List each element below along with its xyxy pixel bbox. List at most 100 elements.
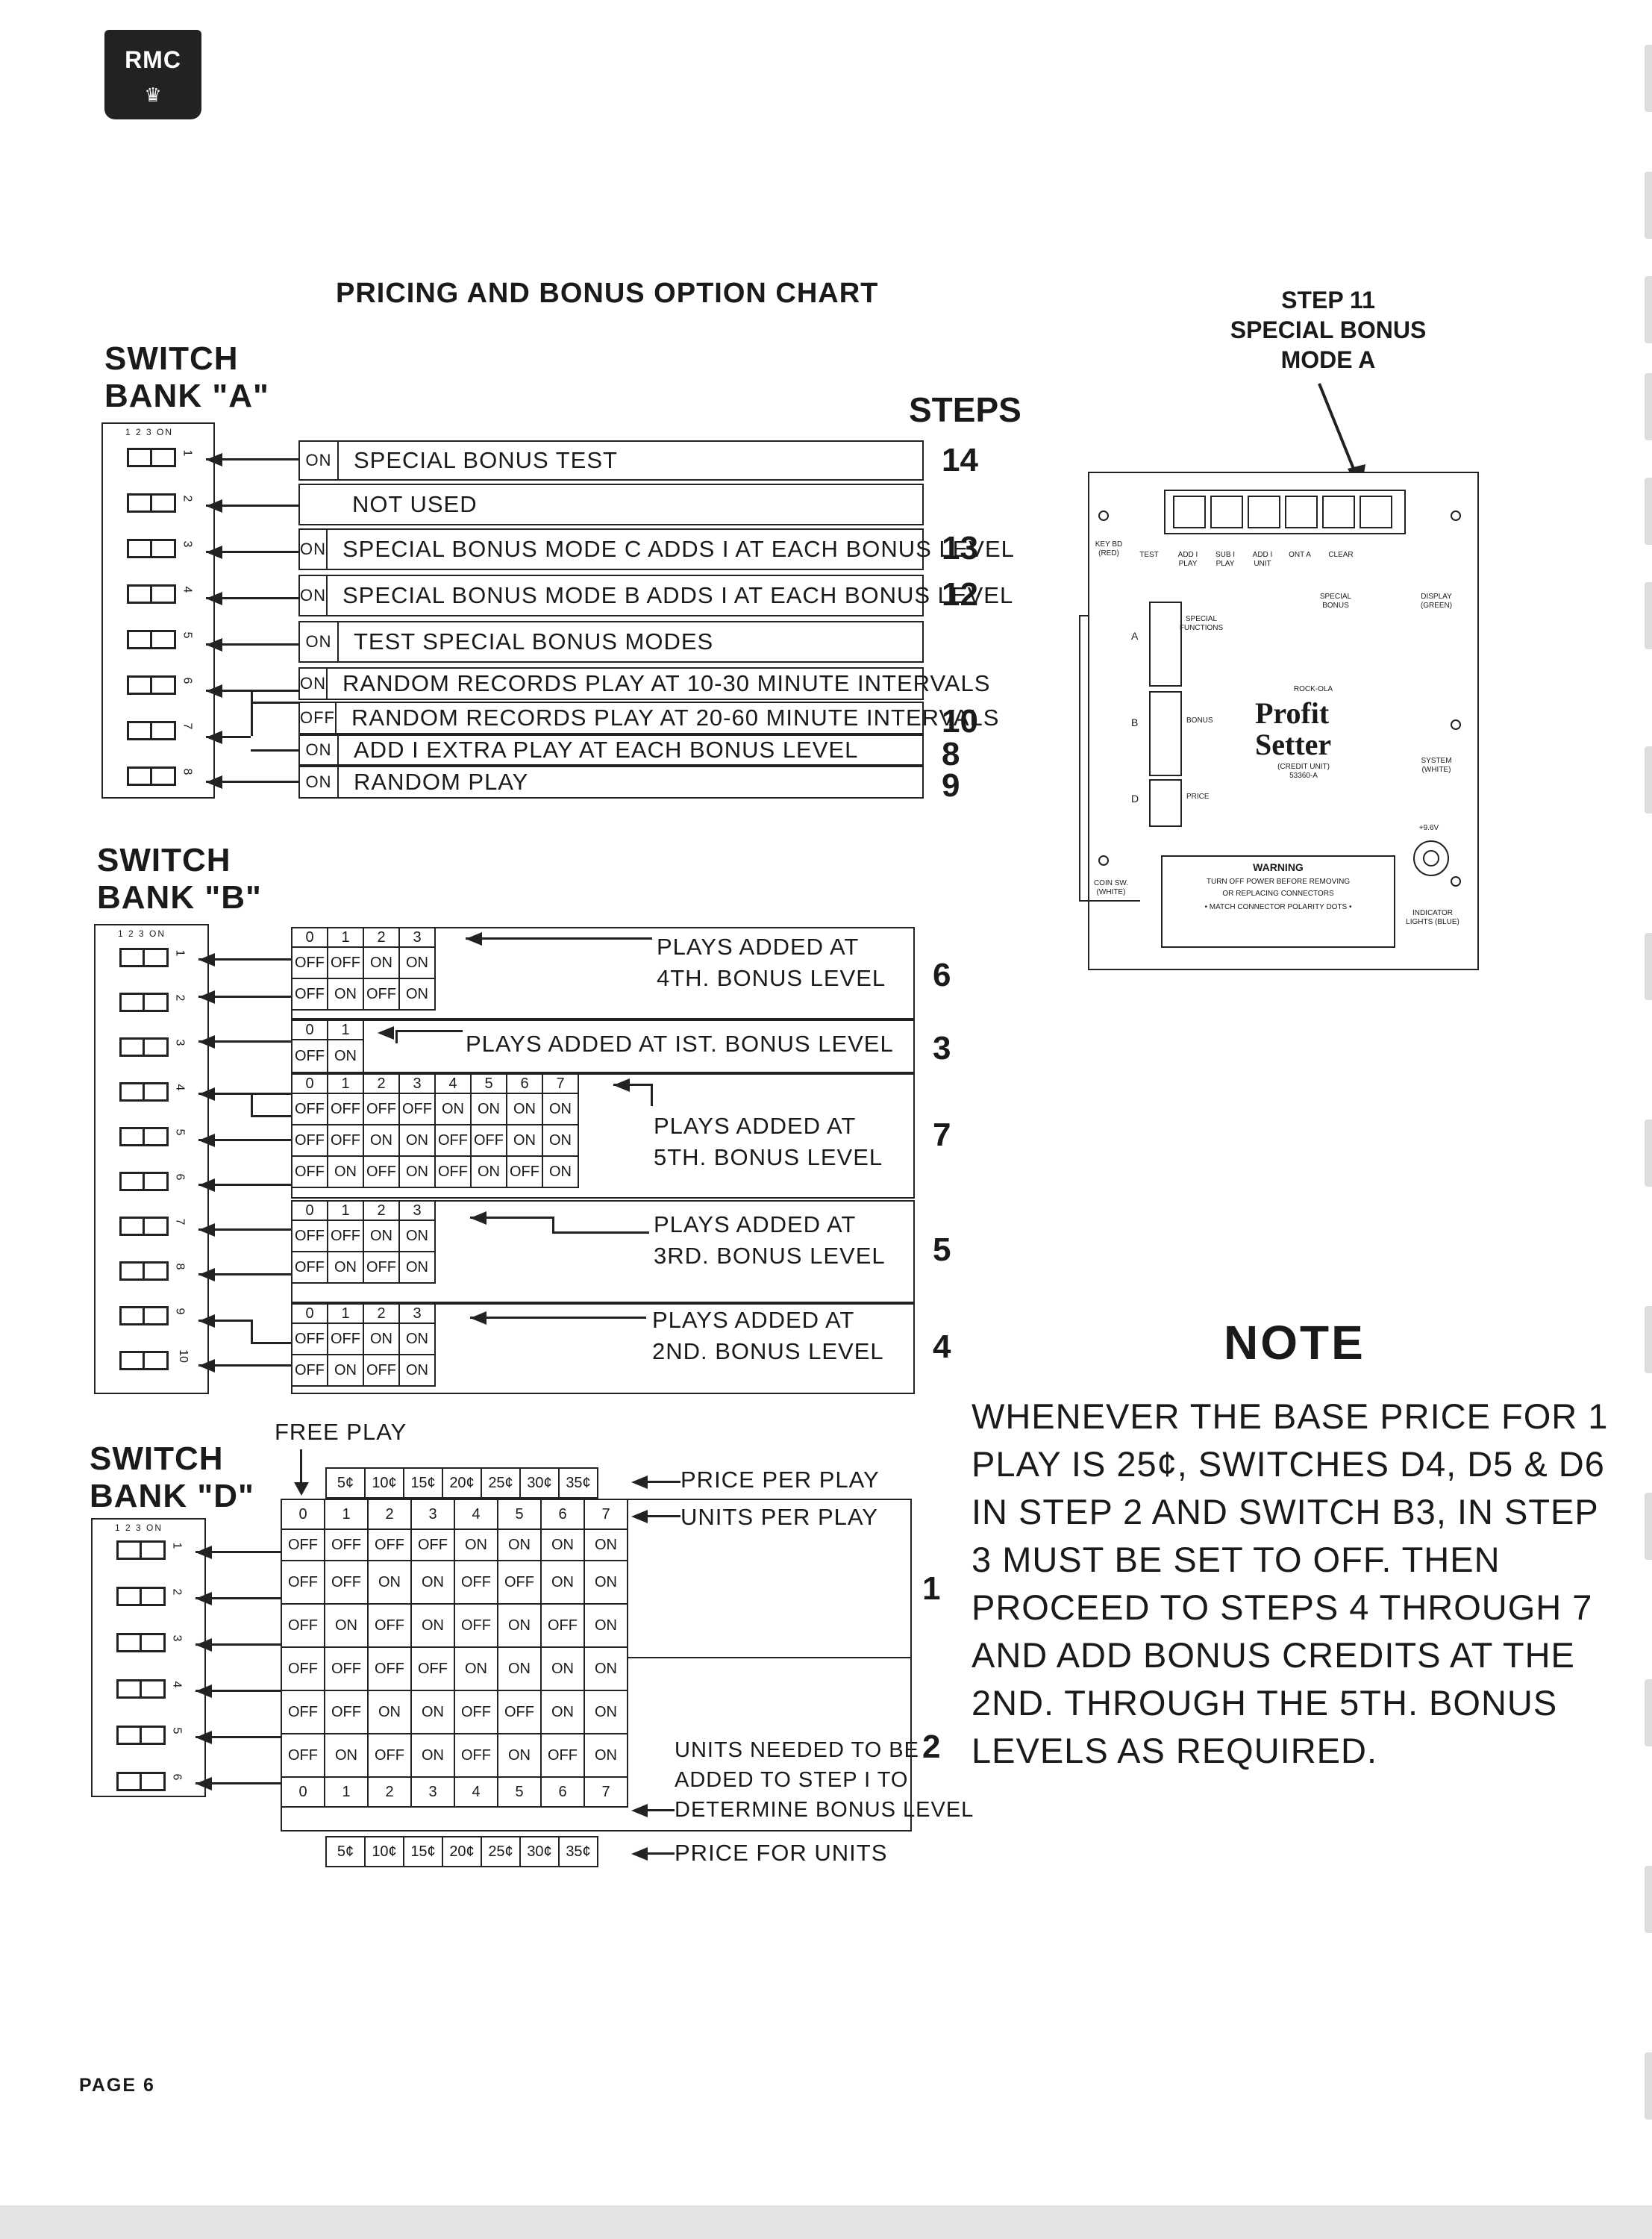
- grid-cell: 3: [398, 927, 436, 948]
- dip-switch[interactable]: [127, 539, 176, 558]
- board-label-bonus: BONUS: [1186, 716, 1213, 725]
- bank-b-label-line2: BANK "B": [97, 879, 262, 916]
- grid-cell: OFF: [454, 1690, 498, 1734]
- board-label-add-play: ADD I PLAY: [1177, 551, 1198, 568]
- mount-hole-icon: [1098, 855, 1109, 866]
- leader-line: [251, 1093, 253, 1115]
- grid-cell: 3: [398, 1073, 436, 1094]
- grid-cell: 1: [327, 1019, 364, 1040]
- arrow-left-icon: [206, 775, 222, 789]
- option-text: ADD I EXTRA PLAY AT EACH BONUS LEVEL: [354, 737, 859, 763]
- dip-switch[interactable]: [127, 584, 176, 604]
- dip-switch[interactable]: [119, 1127, 169, 1146]
- leader-line: [642, 1515, 680, 1517]
- dip-switch[interactable]: [127, 675, 176, 695]
- grid-cell: OFF: [367, 1603, 412, 1648]
- arrow-left-icon: [206, 499, 222, 513]
- grid-cell: ON: [363, 1323, 400, 1355]
- bank-a-header: 1 2 3 ON: [125, 427, 174, 437]
- mount-hole-icon: [1451, 876, 1461, 887]
- dip-switch[interactable]: [119, 1217, 169, 1236]
- dip-switch[interactable]: [119, 1172, 169, 1191]
- step-number: 1: [922, 1570, 941, 1607]
- leader-line: [466, 937, 652, 940]
- bank-b-switch-block: 1 2 3 ON: [94, 924, 209, 1394]
- grid-cell: OFF: [367, 1733, 412, 1778]
- page-edge-tab: [1645, 746, 1652, 814]
- leader-line: [251, 702, 298, 704]
- arrow-left-icon: [198, 953, 215, 967]
- grid-cell: 4: [434, 1073, 472, 1094]
- grid-cell: ON: [542, 1155, 579, 1188]
- grid-cell: OFF: [291, 1354, 328, 1387]
- arrow-left-icon: [470, 1211, 486, 1225]
- units-cell: 7: [583, 1499, 628, 1530]
- dip-switch[interactable]: [116, 1679, 166, 1699]
- step11-line1: STEP 11: [1281, 287, 1375, 313]
- dip-switch[interactable]: [116, 1540, 166, 1560]
- board-label-price: PRICE: [1186, 793, 1210, 801]
- grid-cell: 3: [398, 1200, 436, 1221]
- arrow-left-icon: [206, 592, 222, 605]
- leader-line: [613, 1084, 651, 1086]
- switch-number: 1: [181, 449, 194, 457]
- dip-switch[interactable]: [127, 630, 176, 649]
- warning-line3: • MATCH CONNECTOR POLARITY DOTS •: [1204, 903, 1352, 911]
- dip-switch[interactable]: [119, 1037, 169, 1057]
- dip-switch[interactable]: [116, 1726, 166, 1745]
- bank-d-header: 1 2 3 ON: [115, 1523, 163, 1533]
- dip-switch[interactable]: [116, 1587, 166, 1606]
- power-connector-icon: [1413, 840, 1449, 876]
- grid-cell: 2: [363, 927, 400, 948]
- price-cell: 35¢: [558, 1467, 598, 1499]
- dip-switch[interactable]: [119, 1306, 169, 1325]
- grid-cell: ON: [583, 1646, 628, 1691]
- price-cell: 30¢: [519, 1467, 560, 1499]
- switch-number: 1: [173, 949, 187, 957]
- dip-switch[interactable]: [116, 1633, 166, 1652]
- dip-switch[interactable]: [119, 1261, 169, 1281]
- grid-cell: ON: [583, 1733, 628, 1778]
- grid-cell: ON: [540, 1646, 585, 1691]
- dip-switch[interactable]: [119, 993, 169, 1012]
- dip-switch[interactable]: [119, 1082, 169, 1102]
- page-edge-tab: [1645, 45, 1652, 112]
- grid-cell: ON: [367, 1560, 412, 1605]
- dip-switch[interactable]: [116, 1772, 166, 1791]
- grid-cell: OFF: [497, 1690, 542, 1734]
- grid-cell: 3: [398, 1303, 436, 1324]
- free-play-label: FREE PLAY: [275, 1419, 407, 1445]
- dip-switch[interactable]: [119, 948, 169, 967]
- grid-cell: ON: [583, 1603, 628, 1648]
- bank-b-group-label: PLAYS ADDED AT IST. BONUS LEVEL: [466, 1031, 894, 1057]
- dip-switch[interactable]: [127, 766, 176, 786]
- bank-a-leader: [206, 781, 298, 783]
- dip-switch[interactable]: [119, 1351, 169, 1370]
- switch-number: 6: [181, 677, 194, 684]
- bank-b-group-label: PLAYS ADDED AT: [654, 1211, 857, 1237]
- grid-cell: ON: [398, 1323, 436, 1355]
- option-text: RANDOM RECORDS PLAY AT 10-30 MINUTE INTE…: [342, 670, 991, 696]
- note-body: WHENEVER THE BASE PRICE FOR 1 PLAY IS 25…: [972, 1396, 1609, 1770]
- arrow-left-icon: [198, 1134, 215, 1147]
- page-number: PAGE 6: [79, 2075, 155, 2096]
- grid-cell: OFF: [410, 1646, 455, 1691]
- grid-cell: OFF: [281, 1560, 325, 1605]
- warning-label-box: WARNING TURN OFF POWER BEFORE REMOVING O…: [1161, 855, 1395, 948]
- option-state: ON: [300, 767, 339, 797]
- board-credit-unit: (CREDIT UNIT): [1277, 763, 1330, 771]
- grid-cell: ON: [324, 1603, 369, 1648]
- board-notch-mask: [1089, 612, 1142, 616]
- dip-switch[interactable]: [127, 721, 176, 740]
- switch-number: 8: [181, 768, 194, 775]
- dip-switch[interactable]: [127, 493, 176, 513]
- arrow-left-icon: [613, 1078, 630, 1092]
- leader-line: [648, 1809, 675, 1811]
- dip-switch[interactable]: [127, 448, 176, 467]
- grid-cell: ON: [398, 1354, 436, 1387]
- step-number: 6: [933, 957, 951, 993]
- bank-a-leader: [206, 643, 298, 646]
- units-per-play-label: UNITS PER PLAY: [680, 1504, 878, 1530]
